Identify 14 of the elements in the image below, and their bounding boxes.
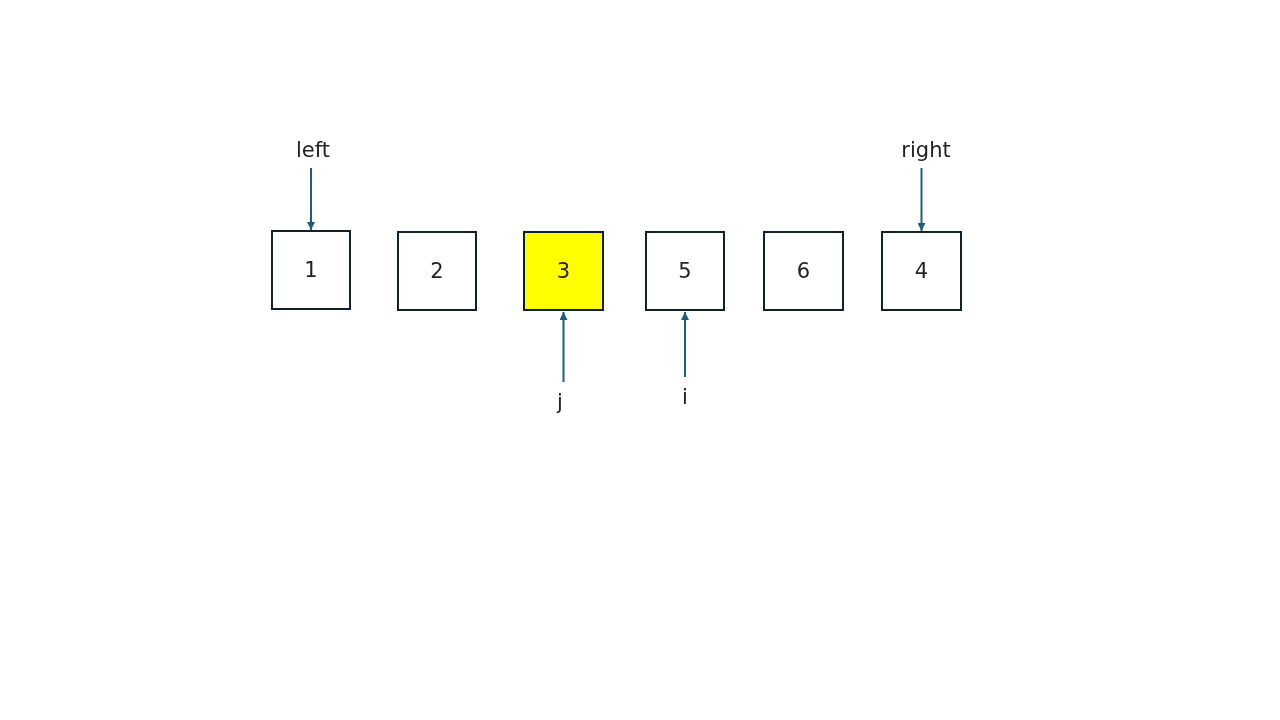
array-cell: 6 <box>763 231 844 311</box>
array-cell: 5 <box>645 231 725 311</box>
pointer-label: j <box>548 388 572 416</box>
array-cell: 2 <box>397 231 477 311</box>
arrow <box>307 167 315 231</box>
pointer-label: right <box>896 136 956 164</box>
pointer-label: i <box>673 383 697 411</box>
pointer-label: left <box>288 136 338 164</box>
arrow <box>917 167 926 232</box>
array-cell: 1 <box>271 230 351 310</box>
arrow <box>681 311 689 378</box>
array-cell: 3 <box>523 231 604 311</box>
arrow <box>559 311 568 383</box>
array-cell: 4 <box>881 231 962 311</box>
